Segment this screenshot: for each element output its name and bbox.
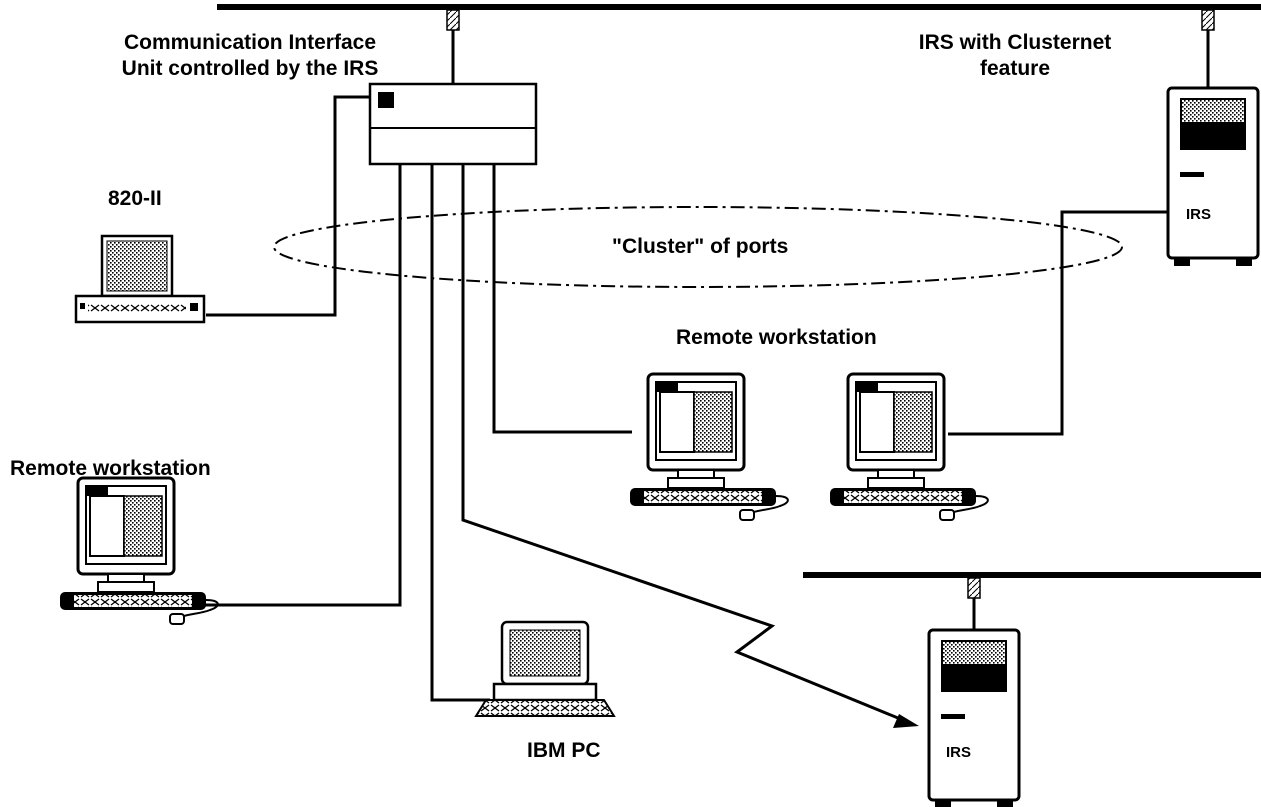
arrowhead	[893, 714, 919, 728]
workstation-left-icon	[58, 476, 220, 626]
irs-bottom-transceiver	[967, 577, 981, 630]
ciu-label: Communication Interface Unit controlled …	[88, 30, 412, 82]
cable-820	[206, 95, 370, 317]
workstation-center-left-icon	[628, 372, 790, 522]
ciu-transceiver	[446, 9, 460, 84]
ciu-label-line2: Unit controlled by the IRS	[121, 57, 379, 80]
ibm-pc-icon	[474, 620, 616, 717]
irs-cluster-label: IRS with Clusternet feature	[880, 30, 1150, 82]
terminal-820-icon	[74, 234, 206, 324]
irs-bottom-label: IRS	[946, 744, 972, 761]
cable-remote-center	[492, 164, 632, 434]
cluster-ellipse	[273, 206, 1123, 288]
irs-top-server-icon	[1166, 86, 1260, 268]
irs-cluster-label-line1: IRS with Clusternet	[918, 31, 1112, 54]
cable-remote-left	[205, 164, 402, 607]
irs-top-label: IRS	[1186, 206, 1212, 223]
ibm-pc-label: IBM PC	[527, 739, 601, 762]
cable-irs-cluster	[948, 210, 1168, 436]
workstation-center-right-icon	[828, 372, 990, 522]
irs-top-transceiver	[1201, 9, 1215, 88]
bottom-network-bus	[803, 572, 1261, 578]
communication-interface-unit	[368, 82, 538, 166]
cluster-ports-label: "Cluster" of ports	[612, 235, 789, 258]
cable-ibm-pc	[430, 164, 490, 702]
ciu-label-line1: Communication Interface	[123, 31, 377, 54]
remote-workstation-center-label: Remote workstation	[676, 326, 877, 349]
irs-bottom-server-icon	[927, 628, 1021, 807]
top-network-bus	[217, 4, 1261, 10]
cable-serial-irs	[461, 164, 899, 720]
irs-cluster-label-line2: feature	[979, 57, 1051, 80]
remote-workstation-left-label: Remote workstation	[10, 457, 211, 480]
label-820: 820-II	[108, 187, 162, 210]
